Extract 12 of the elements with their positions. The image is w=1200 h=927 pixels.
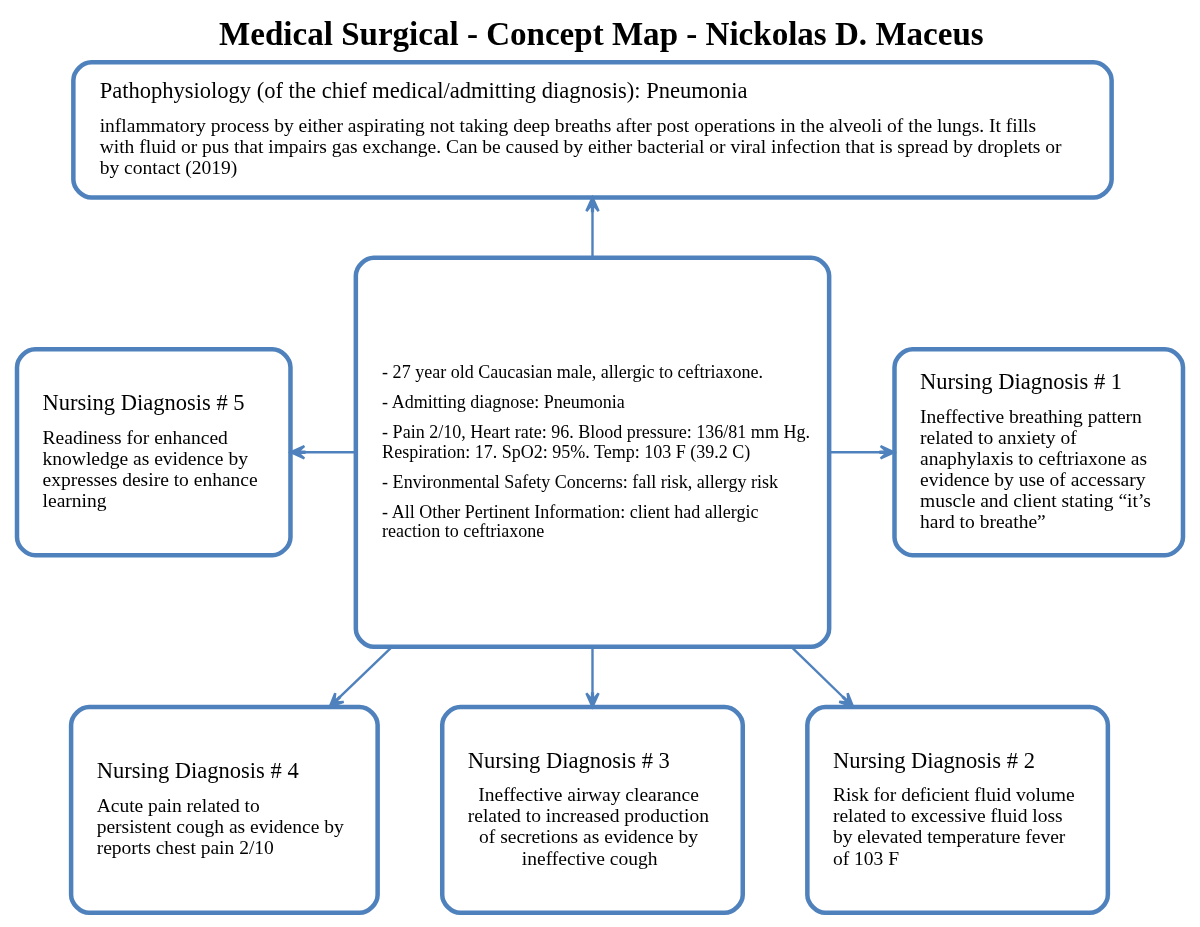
arrow xyxy=(585,647,600,709)
arrow xyxy=(829,444,896,460)
arrow xyxy=(585,196,600,258)
node-box: Pathophysiology (of the chief medical/admitting diagnosis): Pneumonia inflammatory process by either aspirating not taking deep breaths after post operations in the alveoli of the lungs. It fills with fluid or pus that impairs gas exchange. Can be caused by either bacterial or viral infection that is spread by droplets or by contact (2019) xyxy=(71,60,1114,200)
node-box: Nursing Diagnosis # 2 Risk for deficient fluid volume related to excessive fluid loss by elevated temperature fever of 103 F xyxy=(805,704,1111,915)
node-box: - 27 year old Caucasian male, allergic to ceftriaxone. - Admitting diagnose: Pneumonia - Pain 2/10, Heart rate: 96. Blood pressure: 136/81 mm Hg. Respiration: 17. SpO2: 95%. Temp: 103 F (39.2 C) - Environmental Safety Concerns: fall risk, allergy risk - All Other Pertinent Information: client had allergic reaction to ceftriaxone xyxy=(353,255,832,650)
node-box: Nursing Diagnosis # 4 Acute pain related to persistent cough as evidence by reports chest pain 2/10 xyxy=(68,704,380,915)
diagram-title: Medical Surgical - Concept Map - Nickolas D. Maceus xyxy=(219,16,984,53)
arrow xyxy=(289,444,356,460)
node-box: Nursing Diagnosis # 3 Ineffective airway clearance related to increased production of secretions as evidence by ineffective cough xyxy=(439,704,745,915)
node-box: Nursing Diagnosis # 1 Ineffective breathing pattern related to anxiety of anaphylaxis to ceftriaxone as evidence by use of accessary muscle and client stating “it’s hard to breathe” xyxy=(892,347,1186,558)
node-box: Nursing Diagnosis # 5 Readiness for enhanced knowledge as evidence by expresses desire to enhance learning xyxy=(14,347,293,558)
